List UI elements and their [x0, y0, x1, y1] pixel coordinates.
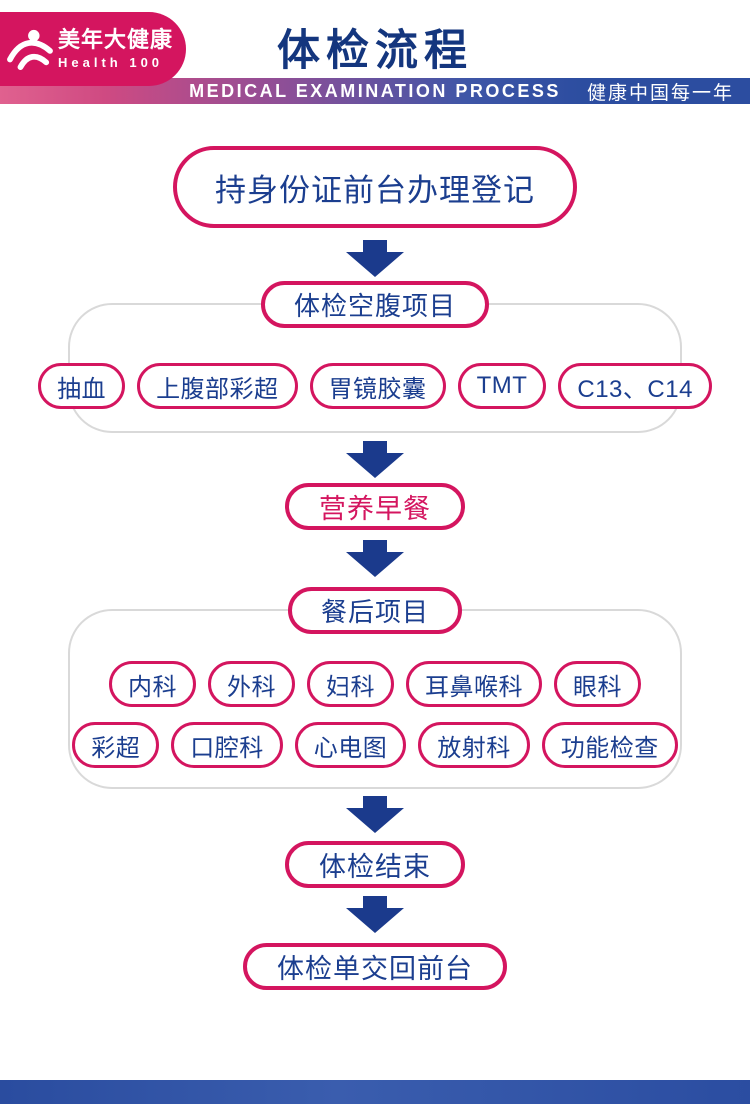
arrow-head [346, 908, 404, 933]
brand-text: 美年大健康 Health 100 [58, 27, 173, 70]
postmeal-item-pill: 妇科 [307, 661, 394, 707]
postmeal-item-pill: 口腔科 [171, 722, 283, 768]
fasting-item-pill: 上腹部彩超 [137, 363, 298, 409]
brand-name-cn: 美年大健康 [58, 27, 174, 53]
step-breakfast-pill: 营养早餐 [285, 483, 465, 530]
postmeal-item-pill: 内科 [109, 661, 196, 707]
postmeal-item-pill: 功能检查 [541, 722, 678, 768]
step-return-pill: 体检单交回前台 [243, 943, 507, 990]
brand-logo: 美年大健康 Health 100 [0, 12, 186, 86]
fasting-item-pill: C13、C14 [558, 363, 712, 409]
postmeal-items-row-2: 彩超 口腔科 心电图 放射科 功能检查 [72, 722, 678, 768]
postmeal-group-title: 餐后项目 [287, 587, 463, 634]
postmeal-item-pill: 彩超 [72, 722, 160, 768]
arrow-stem [363, 896, 387, 908]
header-banner: MEDICAL EXAMINATION PROCESS 健康中国每一年 [0, 78, 750, 104]
arrow-stem [363, 796, 387, 808]
step-end-pill: 体检结束 [285, 841, 465, 888]
postmeal-items-row-1: 内科 外科 妇科 耳鼻喉科 眼科 [109, 661, 641, 707]
page-title: 体检流程 [277, 27, 473, 75]
step-registration-pill: 持身份证前台办理登记 [173, 146, 577, 228]
arrow-stem [363, 441, 387, 453]
arrow-head [346, 552, 404, 577]
fasting-item-pill: TMT [457, 363, 547, 409]
fasting-group-title: 体检空腹项目 [260, 281, 490, 328]
down-arrow-icon [346, 796, 404, 833]
postmeal-item-pill: 眼科 [554, 661, 641, 707]
postmeal-item-pill: 耳鼻喉科 [406, 661, 542, 707]
postmeal-item-pill: 心电图 [294, 722, 407, 768]
arrow-stem [363, 240, 387, 252]
down-arrow-icon [346, 896, 404, 933]
postmeal-item-pill: 外科 [208, 661, 295, 707]
postmeal-item-pill: 放射科 [418, 722, 530, 768]
flowchart: 持身份证前台办理登记 体检空腹项目 抽血 上腹部彩超 胃镜胶囊 TMT C13、… [0, 104, 750, 990]
health100-person-icon [6, 27, 54, 71]
down-arrow-icon [346, 540, 404, 577]
bottom-bar [0, 1080, 750, 1104]
arrow-head [346, 252, 404, 277]
arrow-head [346, 453, 404, 478]
fasting-items-group: 体检空腹项目 抽血 上腹部彩超 胃镜胶囊 TMT C13、C14 [38, 281, 712, 433]
brand-name-en: Health 100 [58, 54, 164, 70]
down-arrow-icon [346, 240, 404, 277]
subtitle-english: MEDICAL EXAMINATION PROCESS [189, 80, 561, 101]
down-arrow-icon [346, 441, 404, 478]
fasting-item-pill: 抽血 [38, 363, 126, 409]
slogan-text: 健康中国每一年 [586, 82, 734, 104]
arrow-stem [363, 540, 387, 552]
fasting-items-row: 抽血 上腹部彩超 胃镜胶囊 TMT C13、C14 [38, 363, 712, 409]
fasting-item-pill: 胃镜胶囊 [309, 363, 446, 409]
postmeal-items-group: 餐后项目 内科 外科 妇科 耳鼻喉科 眼科 彩超 口腔科 心电图 放射科 功能检… [68, 587, 682, 789]
arrow-head [346, 808, 404, 833]
header: 美年大健康 Health 100 体检流程 MEDICAL EXAMINATIO… [0, 0, 750, 104]
